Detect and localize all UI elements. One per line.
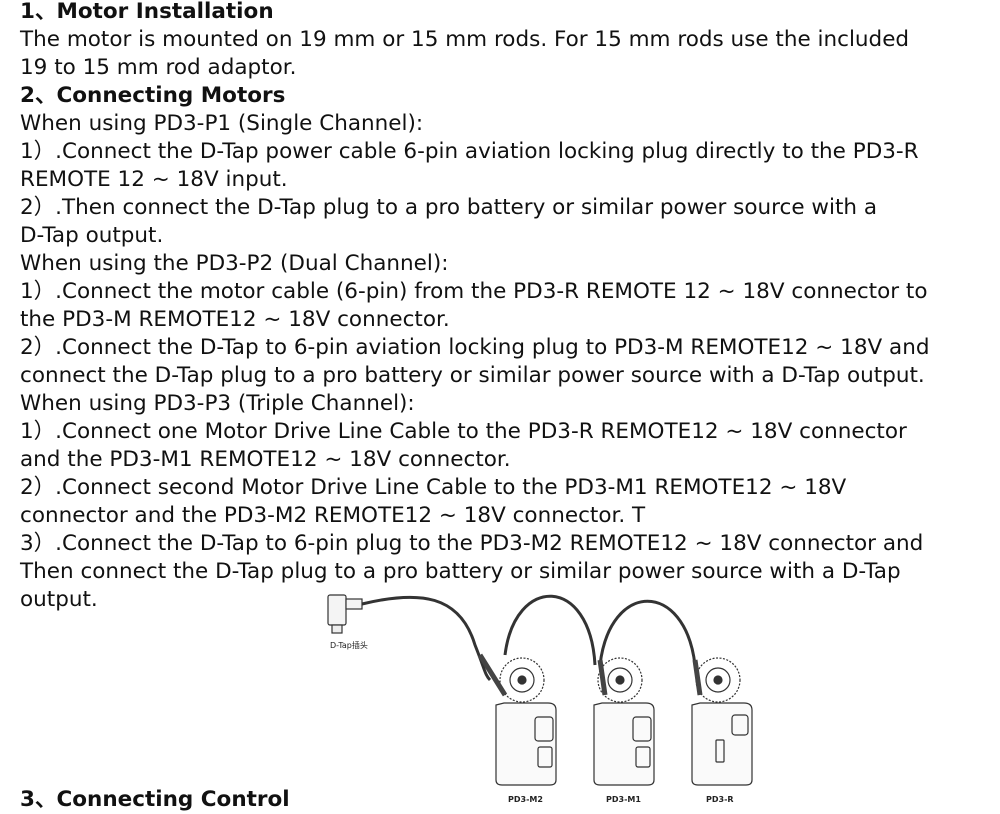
- motor-pd3-r-icon: [691, 657, 753, 786]
- section-2-line: output.: [20, 587, 98, 612]
- cable-m2-m1: [503, 594, 597, 666]
- motor-pd3-m1-icon: [593, 657, 655, 786]
- section-2-line: 1）.Connect one Motor Drive Line Cable to…: [20, 419, 907, 444]
- dtap-label: D-Tap插头: [330, 640, 368, 650]
- section-2-line: 2）.Then connect the D-Tap plug to a pro …: [20, 195, 878, 220]
- section-2-line: the PD3-M REMOTE12 ~ 18V connector.: [20, 307, 450, 332]
- section-2-line: connector and the PD3-M2 REMOTE12 ~ 18V …: [20, 503, 646, 528]
- section-1-heading: 1、Motor Installation: [20, 0, 274, 24]
- section-2-line: 2）.Connect second Motor Drive Line Cable…: [20, 475, 847, 500]
- motor-label-m1: PD3-M1: [606, 795, 641, 804]
- cable-m1-r: [598, 599, 697, 666]
- section-2-line: REMOTE 12 ~ 18V input.: [20, 167, 288, 192]
- section-2-line: When using PD3-P3 (Triple Channel):: [20, 391, 415, 416]
- section-2-line: When using PD3-P1 (Single Channel):: [20, 111, 424, 136]
- section-2-line: and the PD3-M1 REMOTE12 ~ 18V connector.: [20, 447, 511, 472]
- motor-label-m2: PD3-M2: [508, 795, 543, 804]
- section-2-line: 1）.Connect the D-Tap power cable 6-pin a…: [20, 139, 919, 164]
- section-2-line: When using the PD3-P2 (Dual Channel):: [20, 251, 449, 276]
- motor-connection-diagram: D-Tap插头 PD3-M2 PD3-M1 PD3-R: [327, 594, 753, 804]
- section-2-line: connect the D-Tap plug to a pro battery …: [20, 363, 925, 388]
- motor-connection-figure: D-Tap插头 PD3-M2 PD3-M1 PD3-R: [300, 585, 1000, 810]
- motor-pd3-m2-icon: [477, 653, 557, 786]
- dtap-plug-icon: [327, 594, 363, 634]
- dtap-cable: [361, 595, 492, 682]
- section-3-heading: 3、Connecting Control: [20, 787, 290, 812]
- section-2-heading: 2、Connecting Motors: [20, 83, 286, 108]
- section-2-line: Then connect the D-Tap plug to a pro bat…: [20, 559, 901, 584]
- section-2-line: 1）.Connect the motor cable (6-pin) from …: [20, 279, 928, 304]
- section-2-line: 2）.Connect the D-Tap to 6-pin aviation l…: [20, 335, 930, 360]
- section-2-line: D-Tap output.: [20, 223, 164, 248]
- motor-label-r: PD3-R: [706, 795, 734, 804]
- section-1-line: 19 to 15 mm rod adaptor.: [20, 55, 297, 80]
- section-2-line: 3）.Connect the D-Tap to 6-pin plug to th…: [20, 531, 924, 556]
- section-1-line: The motor is mounted on 19 mm or 15 mm r…: [20, 27, 910, 52]
